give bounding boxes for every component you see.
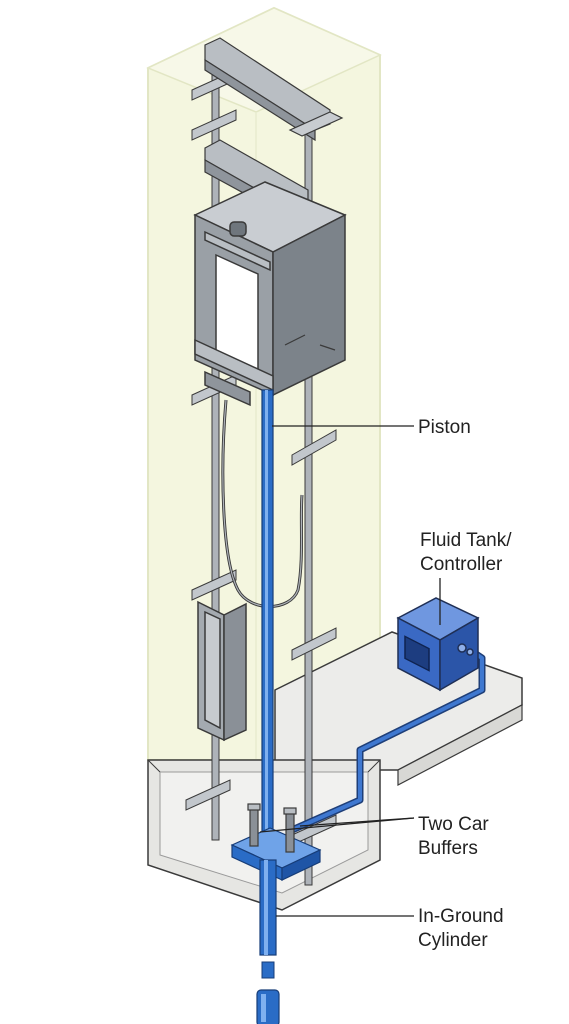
- piston: [261, 389, 274, 841]
- hoistway-door: [197, 600, 247, 742]
- elevator-car: [193, 181, 347, 407]
- leader-lines: [259, 425, 441, 917]
- label-piston: Piston: [418, 417, 471, 438]
- label-cylinder-line2: Cylinder: [418, 930, 488, 951]
- label-buffers-line1: Two Car: [418, 814, 489, 835]
- label-fluid-tank-line1: Fluid Tank/: [420, 530, 512, 551]
- in-ground-cylinder: [256, 859, 280, 1024]
- buffer-leader-2: [259, 817, 415, 833]
- label-cylinder-line1: In-Ground: [418, 906, 504, 927]
- label-fluid-tank-line2: Controller: [420, 554, 503, 575]
- callout-labels: Piston Fluid Tank/ Controller Two Car Bu…: [418, 417, 512, 951]
- label-buffers-line2: Buffers: [418, 838, 478, 859]
- fluid-tank-controller: [396, 597, 480, 692]
